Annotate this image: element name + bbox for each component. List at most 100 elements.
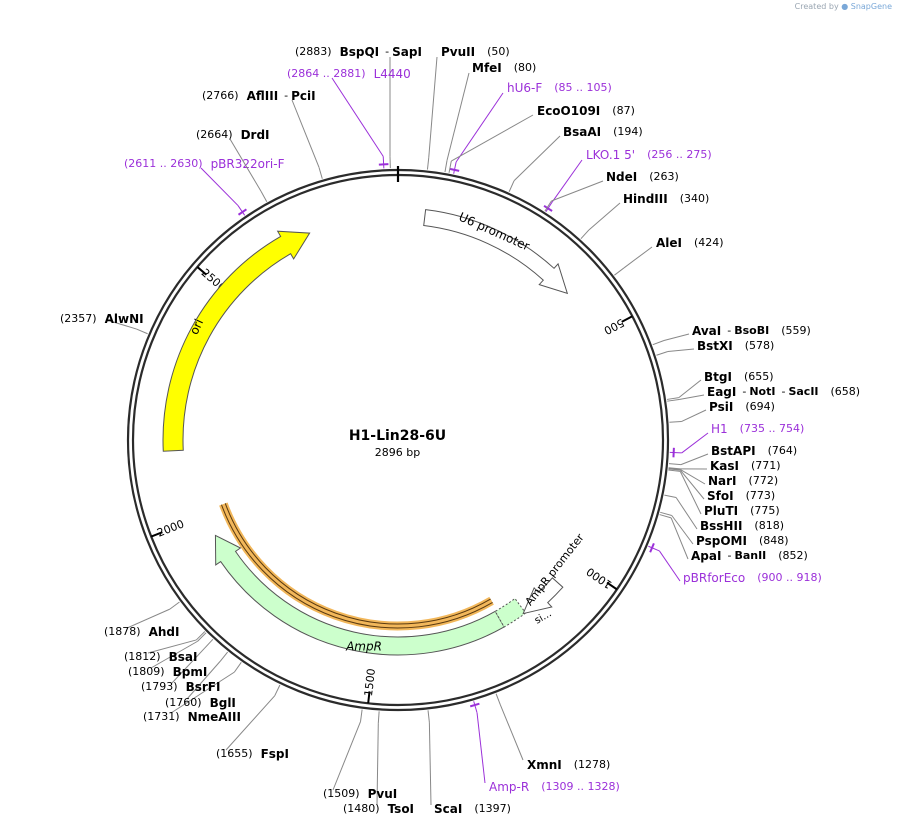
site-psii[interactable]: PsiI(694) bbox=[669, 400, 775, 423]
site-pbrforeco[interactable]: pBRforEco(900 .. 918) bbox=[648, 543, 822, 585]
site-position: (771) bbox=[751, 459, 781, 472]
site-bsshii[interactable]: BssHII(818) bbox=[664, 494, 784, 533]
site-position: (1809) bbox=[128, 665, 165, 678]
site-bsaai[interactable]: BsaAI(194) bbox=[508, 125, 643, 192]
site-position: (340) bbox=[680, 192, 710, 205]
site-fspi[interactable]: (1655)FspI bbox=[216, 684, 289, 761]
feature-label-ori: ori bbox=[187, 317, 206, 337]
site-pbr322ori-f[interactable]: (2611 .. 2630)pBR322ori-F bbox=[124, 157, 285, 216]
site-pluti[interactable]: PluTI(775) bbox=[668, 469, 780, 518]
site-leader bbox=[675, 497, 698, 530]
site-name: BglI bbox=[210, 696, 236, 710]
site-leader bbox=[451, 114, 534, 162]
site-name: ScaI bbox=[434, 802, 462, 816]
site-leader bbox=[552, 159, 583, 202]
site-label: pBRforEco(900 .. 918) bbox=[683, 571, 822, 585]
site-bstxi[interactable]: BstXI(578) bbox=[656, 339, 774, 356]
site-lko-1-5[interactable]: LKO.1 5'(256 .. 275) bbox=[543, 148, 712, 213]
site-ndei[interactable]: NdeI(263) bbox=[544, 170, 679, 212]
tick-mark bbox=[150, 531, 163, 538]
site-apai[interactable]: ApaI-BanII(852) bbox=[659, 514, 808, 563]
site-label: KasI(771) bbox=[710, 459, 781, 473]
site-leader bbox=[376, 723, 379, 806]
site-hu6-f[interactable]: hU6-F(85 .. 105) bbox=[449, 81, 612, 174]
site-bstapi[interactable]: BstAPI(764) bbox=[668, 444, 797, 466]
site-h1[interactable]: H1(735 .. 754) bbox=[669, 422, 805, 458]
site-leader bbox=[680, 469, 705, 500]
site-hindiii[interactable]: HindIII(340) bbox=[580, 192, 709, 240]
site-name: BspQI bbox=[340, 45, 380, 59]
site-separator: - bbox=[781, 385, 785, 398]
site-leader bbox=[659, 550, 681, 582]
site-l4440[interactable]: (2864 .. 2881)L4440 bbox=[287, 67, 411, 169]
site-pvui[interactable]: (1509)PvuI bbox=[323, 709, 397, 801]
site-position: (1793) bbox=[141, 680, 178, 693]
site-nari[interactable]: NarI(772) bbox=[668, 467, 779, 488]
site-ecoo109i[interactable]: EcoO109I(87) bbox=[448, 104, 635, 173]
site-alei[interactable]: AleI(424) bbox=[614, 236, 724, 276]
site-label: ScaI(1397) bbox=[434, 802, 511, 816]
site-bgli[interactable]: (1760)BglI bbox=[165, 651, 236, 710]
site-position: (559) bbox=[781, 324, 811, 337]
site-pvuii[interactable]: PvuII(50) bbox=[426, 45, 510, 170]
site-mfei[interactable]: MfeI(80) bbox=[444, 61, 536, 173]
site-name: hU6-F bbox=[507, 81, 542, 95]
site-btgi[interactable]: BtgI(655) bbox=[666, 370, 774, 400]
site-pspomi[interactable]: PspOMI(848) bbox=[660, 511, 789, 548]
site-ahdi[interactable]: (1878)AhdI bbox=[104, 601, 180, 639]
site-connector bbox=[260, 190, 268, 202]
site-position: (1731) bbox=[143, 710, 180, 723]
site-amp-r[interactable]: Amp-R(1309 .. 1328) bbox=[469, 701, 620, 794]
site-connector bbox=[169, 601, 180, 610]
site-connector bbox=[427, 710, 430, 723]
site-avai[interactable]: AvaI-BsoBI(559) bbox=[652, 324, 811, 346]
site-kasi[interactable]: KasI(771) bbox=[668, 459, 781, 473]
site-position: (1278) bbox=[574, 758, 611, 771]
site-label: XmnI(1278) bbox=[527, 758, 610, 772]
site-scai[interactable]: ScaI(1397) bbox=[427, 710, 511, 816]
site-position: (256 .. 275) bbox=[647, 148, 712, 161]
site-connector bbox=[448, 160, 452, 173]
site-xmni[interactable]: XmnI(1278) bbox=[495, 693, 610, 772]
feature-u6-promoter-arrow bbox=[423, 209, 569, 295]
site-afliii[interactable]: (2766)AflIII-PciI bbox=[202, 89, 323, 179]
site-sfoi[interactable]: SfoI(773) bbox=[668, 468, 775, 503]
site-label: MfeI(80) bbox=[472, 61, 536, 75]
feature-label-ampr-promoter: AmpR promoter bbox=[523, 531, 587, 608]
site-position: (848) bbox=[759, 534, 789, 547]
feature-ampr-arrow bbox=[214, 534, 505, 656]
site-bsrfi[interactable]: (1793)BsrFI bbox=[141, 638, 220, 694]
site-label: AleI(424) bbox=[656, 236, 724, 250]
site-bspqi[interactable]: (2883)BspQI-SapI bbox=[295, 45, 422, 169]
site-position: (818) bbox=[754, 519, 784, 532]
site-nmeaiii[interactable]: (1731)NmeAIII bbox=[143, 662, 242, 724]
site-alwni[interactable]: (2357)AlwNI bbox=[60, 312, 148, 335]
site-position: (1509) bbox=[323, 787, 360, 800]
site-label: PspOMI(848) bbox=[696, 534, 789, 548]
site-connector bbox=[668, 467, 681, 471]
site-name-3: SacII bbox=[788, 385, 818, 398]
site-position: (694) bbox=[745, 400, 775, 413]
site-position: (2357) bbox=[60, 312, 97, 325]
site-name: NarI bbox=[708, 474, 737, 488]
site-connector bbox=[648, 545, 660, 552]
site-label: HindIII(340) bbox=[623, 192, 709, 206]
site-label: Amp-R(1309 .. 1328) bbox=[489, 780, 620, 794]
site-leader bbox=[109, 320, 137, 330]
site-name: H1 bbox=[711, 422, 728, 436]
tick-label: 500 bbox=[602, 316, 627, 337]
site-leader bbox=[588, 202, 621, 231]
site-name: pBRforEco bbox=[683, 571, 745, 585]
site-bsai[interactable]: (1812)BsaI bbox=[124, 631, 206, 664]
site-bpmi[interactable]: (1809)BpmI bbox=[128, 632, 207, 679]
site-tsoi[interactable]: (1480)TsoI bbox=[343, 711, 414, 816]
site-eagi[interactable]: EagI-NotI-SacII(658) bbox=[667, 385, 860, 402]
site-label: (2766)AflIII-PciI bbox=[202, 89, 316, 103]
site-name: Amp-R bbox=[489, 780, 529, 794]
site-separator: - bbox=[727, 324, 731, 337]
site-label: PluTI(775) bbox=[704, 504, 780, 518]
site-label: EagI-NotI-SacII(658) bbox=[707, 385, 860, 399]
site-label: (1655)FspI bbox=[216, 747, 289, 761]
site-drdi[interactable]: (2664)DrdI bbox=[196, 128, 270, 202]
